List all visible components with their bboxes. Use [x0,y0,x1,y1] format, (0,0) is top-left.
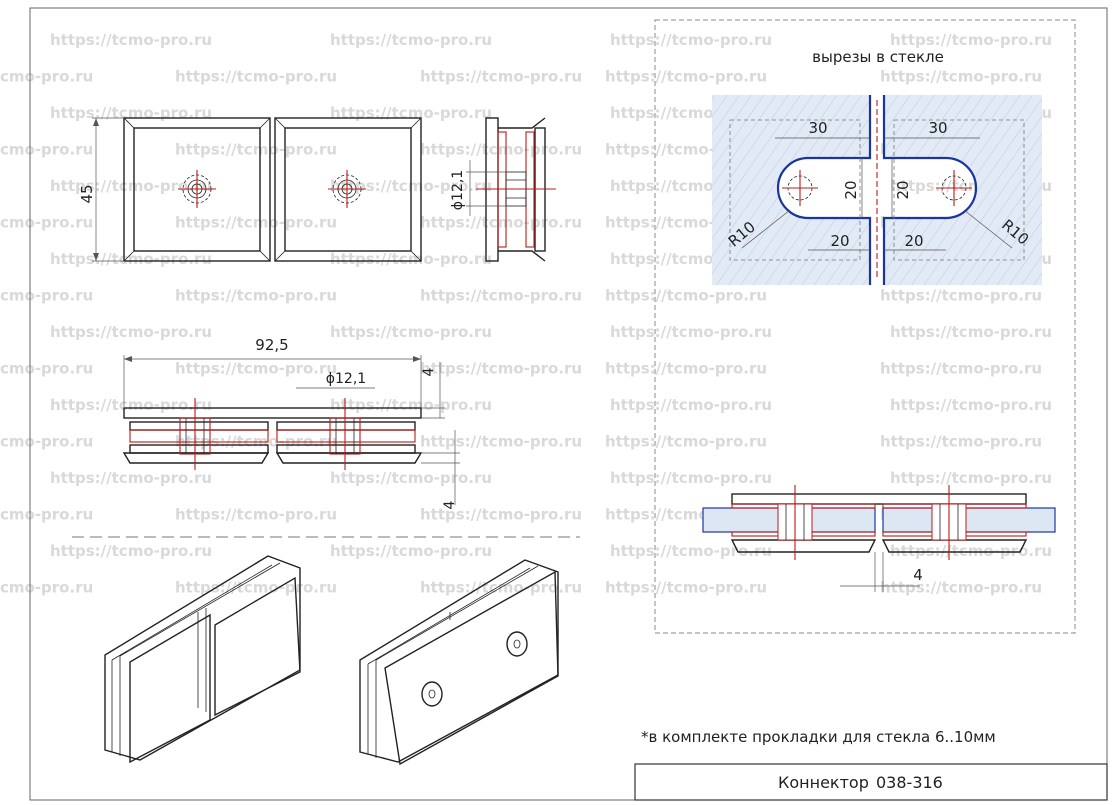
side-view: ϕ12,1 [450,117,556,262]
watermark-text: https://tcmo-pro.ru [420,141,582,159]
watermark-text: https://tcmo-pro.ru [880,360,1042,378]
iso-view-front [359,559,559,766]
watermark-text: https://tcmo-pro.ru [610,469,772,487]
watermark-text: cmo-pro.ru [0,579,93,597]
top-view: 92,5 ϕ12,1 4 4 [122,336,460,509]
watermark-text: cmo-pro.ru [0,214,93,232]
dim-top-diameter-label: ϕ12,1 [326,371,366,387]
watermark-text: https://tcmo-pro.ru [330,469,492,487]
watermark-text: https://tcmo-pro.ru [420,68,582,86]
watermark-text: https://tcmo-pro.ru [420,433,582,451]
watermark-text: https://tcmo-pro.ru [50,396,212,414]
watermark-text: https://tcmo-pro.ru [175,506,337,524]
watermark-text: https://tcmo-pro.ru [605,433,767,451]
watermark-text: https://tcmo-pro.ru [880,579,1042,597]
front-view: 45 [78,117,422,262]
iso-bolt-right-icon [506,631,528,657]
watermark-text: https://tcmo-pro.ru [50,323,212,341]
watermark-text: https://tcmo-pro.ru [175,141,337,159]
iso-view-back [104,555,301,764]
dim-thickness-bottom-label: 4 [442,500,458,509]
watermark-text: https://tcmo-pro.ru [175,579,337,597]
watermark-text: cmo-pro.ru [0,141,93,159]
watermark-text: https://tcmo-pro.ru [605,287,767,305]
watermark-text: https://tcmo-pro.ru [330,323,492,341]
watermark-text: https://tcmo-pro.ru [890,396,1052,414]
dim-cut-depth-left-label: 20 [830,232,849,250]
watermark-text: https://tcmo-pro.ru [330,396,492,414]
watermark-text: cmo-pro.ru [0,506,93,524]
dim-cut-height-right-label: 20 [894,180,912,199]
watermark-text: https://tcmo-pro.ru [175,68,337,86]
dim-height-label: 45 [78,184,96,203]
screw-hole-right-icon [328,170,366,208]
panel-title: вырезы в стекле [812,48,944,66]
watermark-text: cmo-pro.ru [0,433,93,451]
dim-overall-width-label: 92,5 [255,336,288,354]
kit-note: *в комплекте прокладки для стекла 6..10м… [641,728,996,746]
watermark-text: https://tcmo-pro.ru [330,31,492,49]
dim-cut-height-left-label: 20 [842,180,860,199]
dim-cut-width-left-label: 30 [808,119,827,137]
watermark-text: https://tcmo-pro.ru [605,68,767,86]
watermark-text: https://tcmo-pro.ru [420,506,582,524]
watermark-text: https://tcmo-pro.ru [175,214,337,232]
watermark-text: cmo-pro.ru [0,68,93,86]
watermark-text: https://tcmo-pro.ru [890,469,1052,487]
screw-hole-left-icon [178,170,216,208]
watermark-text: https://tcmo-pro.ru [890,31,1052,49]
glass-cut-panel [654,19,1076,634]
watermark-text: https://tcmo-pro.ru [880,287,1042,305]
watermark-text: https://tcmo-pro.ru [420,360,582,378]
watermark-text: https://tcmo-pro.ru [610,542,772,560]
watermark-text: https://tcmo-pro.ru [50,31,212,49]
watermark-text: https://tcmo-pro.ru [890,323,1052,341]
watermark-text: https://tcmo-pro.ru [50,104,212,122]
dim-cut-width-right-label: 30 [928,119,947,137]
watermark-text: https://tcmo-pro.ru [880,68,1042,86]
dim-thickness-top-label: 4 [421,367,437,376]
dim-glass-gap-label: 4 [913,566,923,584]
title-block-name: Коннектор [778,773,869,792]
watermark-text: https://tcmo-pro.ru [610,396,772,414]
watermark-text: https://tcmo-pro.ru [880,433,1042,451]
watermark-text: https://tcmo-pro.ru [605,579,767,597]
watermark-text: https://tcmo-pro.ru [330,542,492,560]
sheet-border [29,7,1108,801]
watermark-text: https://tcmo-pro.ru [610,31,772,49]
watermark-text: https://tcmo-pro.ru [890,542,1052,560]
installed-section: 4 [702,485,1056,592]
watermark-text: cmo-pro.ru [0,360,93,378]
title-block-code: 038-316 [876,773,943,792]
watermark-text: https://tcmo-pro.ru [50,469,212,487]
watermark-text: https://tcmo-pro.ru [175,287,337,305]
watermark-text: https://tcmo-pro.ru [330,104,492,122]
watermark-text: https://tcmo-pro.ru [420,287,582,305]
iso-bolt-left-icon [421,681,443,707]
title-block: Коннектор 038-316 [634,763,1108,801]
watermark-text: https://tcmo-pro.ru [420,214,582,232]
watermark-text: cmo-pro.ru [0,287,93,305]
dim-cut-depth-right-label: 20 [904,232,923,250]
watermark-text: https://tcmo-pro.ru [50,542,212,560]
watermark-text: https://tcmo-pro.ru [50,177,212,195]
watermark-text: https://tcmo-pro.ru [605,360,767,378]
dim-side-diameter-label: ϕ12,1 [450,170,466,210]
watermark-text: https://tcmo-pro.ru [610,323,772,341]
watermark-text: https://tcmo-pro.ru [330,250,492,268]
watermark-text: https://tcmo-pro.ru [50,250,212,268]
watermark-text: https://tcmo-pro.ru [175,360,337,378]
glass-cut-plan: 30 30 20 20 20 20 R10 R10 [712,95,1042,285]
